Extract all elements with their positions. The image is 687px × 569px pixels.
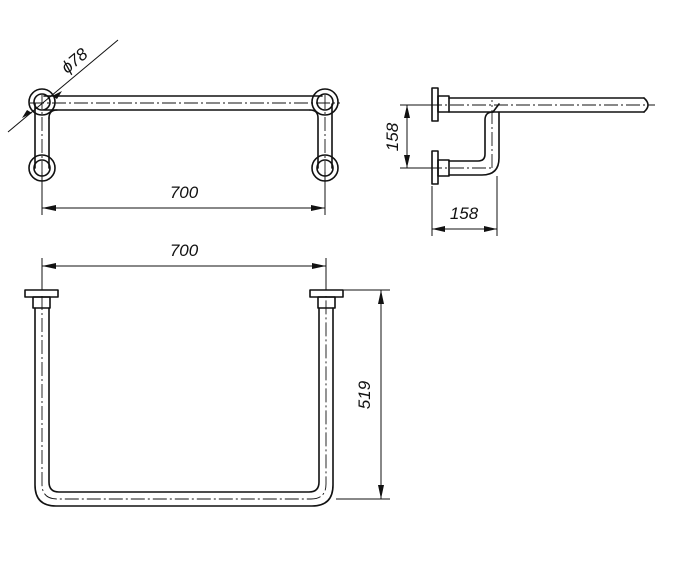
diameter-label: ϕ78: [57, 44, 91, 77]
flange-top-right: [311, 88, 339, 116]
right-arm: [309, 103, 333, 169]
side-flange-lower: [431, 150, 439, 185]
front-flange-left: [24, 289, 59, 298]
dim-519-label: 519: [355, 380, 374, 409]
dim-158-horizontal-label: 158: [450, 204, 479, 223]
side-view: 158 158: [383, 87, 655, 236]
front-view: 700 519: [24, 241, 390, 507]
top-tube: [43, 95, 323, 111]
side-upper-tube: [448, 97, 645, 113]
diameter-leader: [7, 39, 119, 133]
side-flange-upper: [431, 87, 439, 122]
front-u-tube: [34, 307, 334, 507]
left-arm: [34, 103, 58, 169]
top-view: ϕ78 700: [7, 39, 340, 215]
dim-700-front-label: 700: [170, 241, 199, 260]
flange-top-left: [28, 88, 56, 116]
dim-158-vertical-label: 158: [383, 122, 402, 151]
front-flange-right: [309, 289, 344, 298]
side-elbow-tube: [448, 111, 500, 176]
dim-700-top-label: 700: [170, 183, 199, 202]
